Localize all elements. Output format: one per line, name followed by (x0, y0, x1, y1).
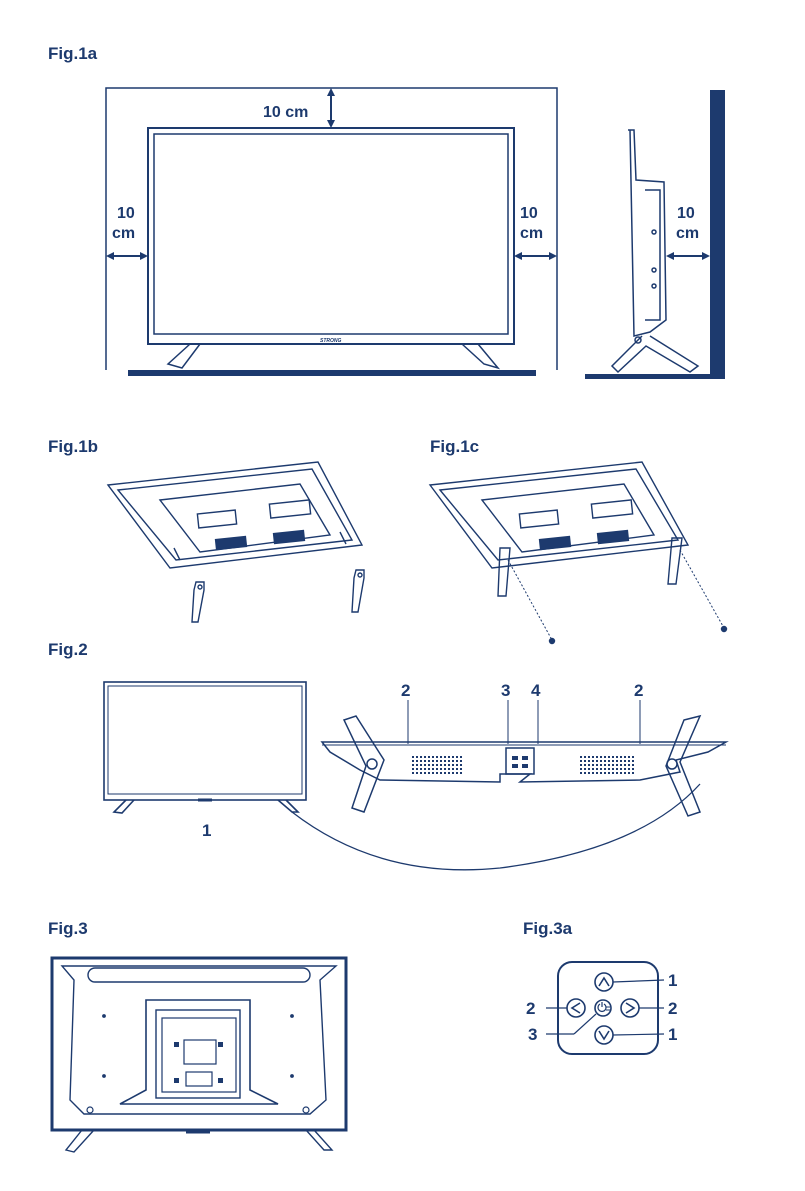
wall (710, 90, 725, 378)
arrow-up-icon (595, 973, 613, 991)
screw-right (722, 627, 727, 632)
left-gap-label-2: cm (112, 225, 135, 242)
arrow-left-icon (567, 999, 585, 1017)
fig3a-label-up: 1 (668, 971, 677, 990)
screw-left (550, 639, 555, 644)
vesa-hole-br (218, 1078, 223, 1083)
vesa-hole-tl (174, 1042, 179, 1047)
speaker-right (274, 530, 305, 543)
fig2-callout-2-left: 2 (401, 681, 410, 700)
stand-foot-right (462, 344, 498, 368)
side-gap-label-2: cm (676, 225, 699, 242)
side-gap-label-1: 10 (677, 205, 695, 222)
control-block (506, 748, 534, 774)
power-menu-icon (595, 1000, 611, 1016)
fig3a-label-right: 2 (668, 999, 677, 1018)
clearance-frame (106, 88, 557, 370)
stand-foot-left (168, 344, 200, 368)
fig2-callout-4: 4 (531, 681, 541, 700)
brand-logo: STRONG (320, 338, 342, 344)
fig3a-label-left: 2 (526, 999, 535, 1018)
fig-1b-illustration (108, 462, 364, 622)
fig3a-label-down: 1 (668, 1025, 677, 1044)
fig-2-bottom-view (322, 700, 726, 816)
fig3-foot-right (306, 1130, 332, 1150)
floor (128, 370, 536, 376)
right-gap-label-1: 10 (520, 205, 538, 222)
zoom-curve (292, 784, 700, 870)
vesa-hole-tr (218, 1042, 223, 1047)
left-gap-label-1: 10 (117, 205, 135, 222)
side-floor (585, 374, 725, 379)
tv-screen (154, 134, 508, 334)
fig3-foot-left (66, 1130, 94, 1152)
tv-bezel (148, 128, 514, 344)
fig2-callout-1: 1 (202, 821, 211, 840)
fig3a-label-power: 3 (528, 1025, 537, 1044)
arrow-right-icon (621, 999, 639, 1017)
fig-1c-illustration (430, 462, 727, 644)
fig-1a-side-view (585, 90, 725, 379)
speaker-grille-right (580, 756, 636, 776)
top-gap-label: 10 cm (263, 104, 308, 121)
attached-foot-right (668, 538, 682, 584)
arrow-down-icon (595, 1026, 613, 1044)
vesa-hole-bl (174, 1078, 179, 1083)
fig2-callout-2-right: 2 (634, 681, 643, 700)
fig-3a-control-panel (546, 962, 664, 1054)
right-gap-label-2: cm (520, 225, 543, 242)
vesa-housing (120, 1000, 278, 1104)
vesa-plate (162, 1018, 236, 1092)
fig-1a-front-view (106, 88, 557, 376)
fig2-callout-3: 3 (501, 681, 510, 700)
side-stand (612, 336, 698, 372)
speaker-grille-left (412, 756, 464, 776)
attached-foot-left (498, 548, 510, 596)
speaker-left (216, 536, 247, 549)
fig-3-rear-view (52, 958, 346, 1152)
